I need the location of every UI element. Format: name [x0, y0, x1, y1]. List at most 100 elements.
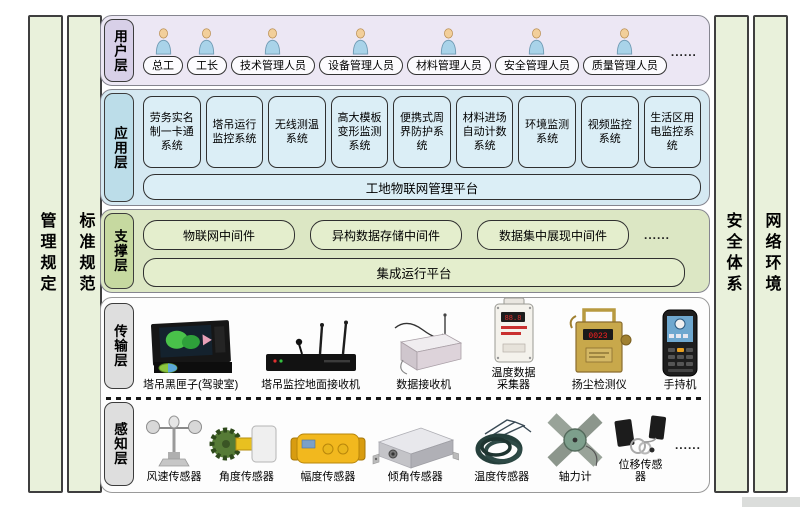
- system-box: 材料进场自动计数系统: [455, 96, 514, 168]
- device-label: 数据接收机: [396, 379, 452, 392]
- system-box: 便携式周界防护系统: [393, 96, 451, 168]
- system-box: 生活区用电监控系统: [643, 96, 702, 168]
- device-label: 塔吊黑匣子(驾驶室): [143, 379, 239, 392]
- device-item: 温度传感器: [463, 414, 541, 484]
- person-icon: [199, 28, 215, 55]
- device-layers-band: 传输层 感知层 塔吊黑匣子(驾驶室): [100, 297, 710, 493]
- person-icon: [265, 28, 281, 55]
- sidebar-label: 安全体系: [723, 212, 741, 296]
- role-badge: 材料管理人员: [406, 56, 491, 75]
- system-box: 塔吊运行监控系统: [205, 96, 264, 168]
- support-content: 物联网中间件 异构数据存储中间件 数据集中展现中间件 ...... 集成运行平台: [101, 210, 709, 287]
- amplitude-sensor-image: [290, 433, 366, 464]
- user-layer-label: 用户层: [104, 19, 134, 82]
- integration-platform-bar: 集成运行平台: [143, 258, 685, 287]
- svg-text:88.8: 88.8: [504, 315, 521, 323]
- iot-management-platform-bar: 工地物联网管理平台: [143, 174, 701, 200]
- device-label: 位移传感器: [618, 458, 663, 484]
- layer-divider-dashed-line: [106, 397, 704, 400]
- dust-detector-image: 0023: [569, 308, 632, 373]
- axial-force-meter-image: [547, 413, 603, 468]
- system-box: 环境监测系统: [518, 96, 576, 168]
- device-label: 温度传感器: [474, 471, 530, 484]
- application-layer-band: 应用层 劳务实名制一卡通系统 塔吊运行监控系统 无线测温系统 高大模板变形监测系…: [100, 89, 710, 206]
- user-role: 总工: [143, 28, 183, 75]
- device-label: 角度传感器: [218, 471, 274, 484]
- device-item: 0023 扬尘检测仪: [562, 306, 636, 392]
- device-item: 角度传感器: [208, 418, 284, 484]
- temperature-sensor-image: [475, 419, 532, 465]
- sidebar-security-system: 安全体系: [714, 15, 749, 493]
- application-layer-label: 应用层: [104, 93, 134, 202]
- device-item: 手持机: [659, 308, 701, 392]
- transmission-devices-row: 塔吊黑匣子(驾驶室) 塔吊监控地面接收机: [143, 297, 701, 392]
- device-item: 幅度传感器: [288, 426, 368, 484]
- system-box: 视频监控系统: [580, 96, 639, 168]
- device-label: 温度数据采集器: [491, 366, 536, 392]
- watermark-smudge: [742, 497, 800, 507]
- sidebar-standards: 标准规范: [67, 15, 102, 493]
- device-label: 风速传感器: [146, 471, 202, 484]
- device-item: 塔吊黑匣子(驾驶室): [143, 316, 238, 392]
- ground-receiver-image: [265, 320, 356, 372]
- user-role: 工长: [186, 28, 227, 75]
- support-layer-band: 支撑层 物联网中间件 异构数据存储中间件 数据集中展现中间件 ...... 集成…: [100, 209, 710, 293]
- middleware-box: 异构数据存储中间件: [310, 220, 462, 250]
- data-receiver-image: [394, 313, 462, 375]
- sidebar-label: 标准规范: [76, 212, 94, 296]
- transmission-layer-label: 传输层: [104, 303, 134, 389]
- device-label: 轴力计: [558, 471, 592, 484]
- support-layer-label: 支撑层: [104, 213, 134, 289]
- device-label: 塔吊监控地面接收机: [261, 379, 361, 392]
- role-badge: 安全管理人员: [494, 56, 579, 75]
- wind-speed-sensor-image: [146, 415, 202, 467]
- role-badge: 技术管理人员: [230, 56, 315, 75]
- user-layer-band: 用户层 总工 工长 技术管理人员 设备管理人员 材料管理人员: [100, 15, 710, 86]
- user-role: 质量管理人员: [582, 28, 667, 75]
- device-label: 扬尘检测仪: [571, 379, 627, 392]
- temperature-collector-image: 88.8: [494, 297, 534, 363]
- middleware-box: 数据集中展现中间件: [477, 220, 629, 250]
- sidebar-network-environment: 网络环境: [753, 15, 788, 493]
- role-badge: 设备管理人员: [318, 56, 403, 75]
- user-role: 技术管理人员: [230, 28, 315, 75]
- handheld-terminal-image: [662, 309, 698, 377]
- user-roles-row: 总工 工长 技术管理人员 设备管理人员 材料管理人员 安全管理人员: [101, 16, 709, 85]
- user-role: 安全管理人员: [494, 28, 579, 75]
- more-middleware-ellipsis: ......: [644, 228, 671, 242]
- person-icon: [441, 28, 457, 55]
- person-icon: [529, 28, 545, 55]
- angle-sensor-image: [209, 425, 277, 463]
- device-label: 手持机: [663, 379, 697, 392]
- perception-layer-label: 感知层: [104, 402, 134, 486]
- user-role: 设备管理人员: [318, 28, 403, 75]
- person-icon: [353, 28, 369, 55]
- device-label: 倾角传感器: [387, 471, 443, 484]
- system-box: 劳务实名制一卡通系统: [143, 96, 201, 168]
- role-badge: 质量管理人员: [582, 56, 667, 75]
- more-roles-ellipsis: ......: [670, 44, 697, 59]
- system-box: 无线测温系统: [268, 96, 326, 168]
- more-sensors-ellipsis: ......: [674, 438, 701, 452]
- device-item: 轴力计: [544, 412, 606, 484]
- middleware-box: 物联网中间件: [143, 220, 295, 250]
- device-item: 倾角传感器: [371, 416, 460, 484]
- middleware-row: 物联网中间件 异构数据存储中间件 数据集中展现中间件 ......: [143, 220, 685, 250]
- device-item: 88.8 温度数据采集器: [488, 296, 540, 392]
- tilt-sensor-image: [372, 427, 460, 469]
- sidebar-label: 管理规定: [37, 212, 55, 296]
- person-icon: [155, 28, 171, 55]
- role-badge: 总工: [143, 56, 183, 75]
- displacement-sensor-image: [614, 415, 666, 455]
- system-box: 高大模板变形监测系统: [330, 96, 389, 168]
- device-item: 风速传感器: [143, 412, 205, 484]
- person-icon: [617, 28, 633, 55]
- sidebar-label: 网络环境: [762, 212, 780, 296]
- application-systems-row: 劳务实名制一卡通系统 塔吊运行监控系统 无线测温系统 高大模板变形监测系统 便携…: [143, 96, 702, 168]
- role-badge: 工长: [186, 56, 227, 75]
- device-item: 塔吊监控地面接收机: [261, 320, 360, 392]
- device-label: 幅度传感器: [300, 471, 356, 484]
- application-content: 劳务实名制一卡通系统 塔吊运行监控系统 无线测温系统 高大模板变形监测系统 便携…: [101, 90, 709, 200]
- crane-blackbox-image: [150, 320, 232, 374]
